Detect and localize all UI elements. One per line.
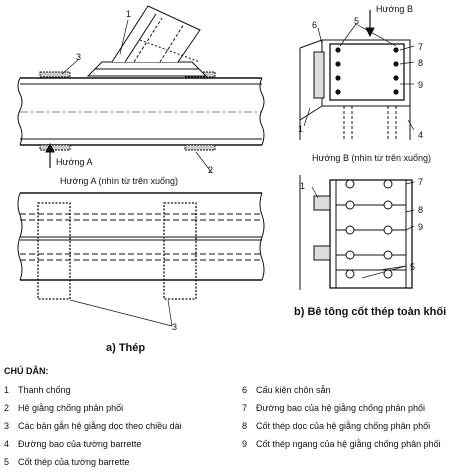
huong-a-label: Hướng A [56, 157, 93, 167]
callout-r-9: 9 [418, 80, 424, 90]
strut [86, 5, 208, 77]
callout-r-1: 1 [298, 124, 304, 134]
caption-steel: a) Thép [106, 342, 146, 354]
callout-1: 1 [126, 9, 132, 19]
huong-b-caption: Hướng B (nhìn từ trên xuống) [312, 153, 432, 163]
legend-title: CHÚ DẪN: [4, 366, 49, 376]
callout-rb-5: 5 [410, 262, 416, 272]
callout-r-4: 4 [418, 130, 424, 140]
callout-3-bottom: 3 [172, 322, 178, 332]
callout-rb-1: 1 [300, 181, 306, 191]
concrete-plan [299, 175, 413, 290]
concrete-section-top [299, 39, 411, 140]
steel-beam-plan [17, 192, 265, 300]
huong-a-caption: Hướng A (nhìn từ trên xuống) [60, 176, 179, 186]
callout-rb-7: 7 [418, 177, 424, 187]
callout-2: 2 [208, 165, 214, 175]
callout-r-7: 7 [418, 42, 424, 52]
callout-3: 3 [76, 52, 82, 62]
caption-concrete: b) Bê tông cốt thép toàn khối [294, 306, 447, 318]
rebar-circles [345, 179, 393, 279]
callout-rb-8: 8 [418, 205, 424, 215]
callout-rb-9: 9 [418, 222, 424, 232]
rebar-dots [335, 47, 399, 95]
callout-r-8: 8 [418, 58, 424, 68]
callout-r-6: 6 [312, 20, 318, 30]
steel-beam-elevation [17, 71, 265, 151]
huong-b-label: Hướng B [376, 4, 413, 14]
callout-r-5: 5 [354, 16, 360, 26]
